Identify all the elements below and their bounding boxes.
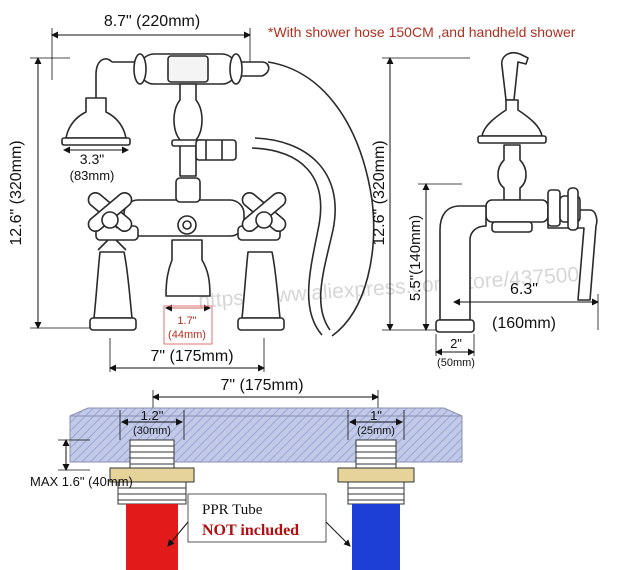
hot-pipe bbox=[126, 504, 178, 570]
hose-connector bbox=[195, 139, 237, 161]
spout-height-label: 5.5"(140mm) bbox=[407, 215, 424, 301]
left-height-label: 12.6" (320mm) bbox=[8, 140, 25, 245]
side-spout bbox=[439, 205, 487, 321]
left-hole-in: 1.2" bbox=[141, 408, 164, 423]
spout-reach-in: 6.3" bbox=[510, 281, 538, 298]
right-height-label: 12.6" (320mm) bbox=[371, 140, 388, 245]
tub-spout bbox=[165, 239, 211, 297]
spout-gap-mm: (44mm) bbox=[168, 329, 206, 341]
cold-pipe bbox=[352, 504, 400, 570]
front-view-faucet: 3.3" (83mm) bbox=[61, 53, 375, 345]
install-section: 7" (175mm) 1.2" (30mm) 1" (25mm) bbox=[30, 377, 463, 570]
side-cross-handle bbox=[547, 187, 581, 231]
right-hole-mm: (25mm) bbox=[357, 425, 395, 437]
front-spacing-dimension: 7" (175mm) bbox=[109, 338, 265, 372]
shower-hose-note: *With shower hose 150CM ,and handheld sh… bbox=[268, 24, 576, 40]
ppr-tube-label: PPR Tube bbox=[202, 502, 263, 518]
spout-height-dimension: 5.5"(140mm) bbox=[407, 183, 462, 331]
side-outlet bbox=[547, 209, 598, 301]
side-view-faucet bbox=[435, 51, 598, 333]
max-thickness-label: MAX 1.6" (40mm) bbox=[30, 474, 133, 489]
not-included-label: NOT included bbox=[202, 522, 299, 539]
side-body bbox=[485, 199, 549, 223]
base-width-in: 2" bbox=[450, 336, 462, 351]
front-spacing-label: 7" (175mm) bbox=[150, 348, 233, 365]
shower-head bbox=[65, 97, 127, 139]
left-leg bbox=[93, 251, 133, 319]
right-hole-in: 1" bbox=[370, 408, 382, 423]
ppr-label-box bbox=[187, 493, 327, 543]
shower-head-diameter-mm: (83mm) bbox=[70, 168, 115, 183]
center-stem bbox=[173, 83, 203, 177]
side-shower-head bbox=[481, 99, 543, 137]
spout-reach-dimension: 6.3" (160mm) bbox=[453, 281, 599, 332]
spout-reach-mm: (160mm) bbox=[492, 315, 556, 332]
base-width-mm: (50mm) bbox=[437, 357, 475, 369]
width-dimension: 8.7" (220mm) bbox=[51, 13, 251, 80]
shower-hose bbox=[251, 61, 375, 337]
shower-head-diameter-in: 3.3" bbox=[80, 151, 104, 167]
width-dimension-label: 8.7" (220mm) bbox=[104, 13, 200, 30]
left-cross-handle bbox=[87, 191, 139, 251]
install-spacing-label: 7" (175mm) bbox=[220, 377, 303, 394]
left-hole-mm: (30mm) bbox=[133, 425, 171, 437]
base-width-dimension: 2" (50mm) bbox=[435, 334, 475, 369]
left-height-dimension: 12.6" (320mm) bbox=[8, 57, 95, 329]
right-leg bbox=[241, 251, 281, 319]
spout-gap-in: 1.7" bbox=[177, 315, 196, 327]
right-cross-handle bbox=[237, 191, 287, 241]
right-shank bbox=[337, 439, 415, 505]
